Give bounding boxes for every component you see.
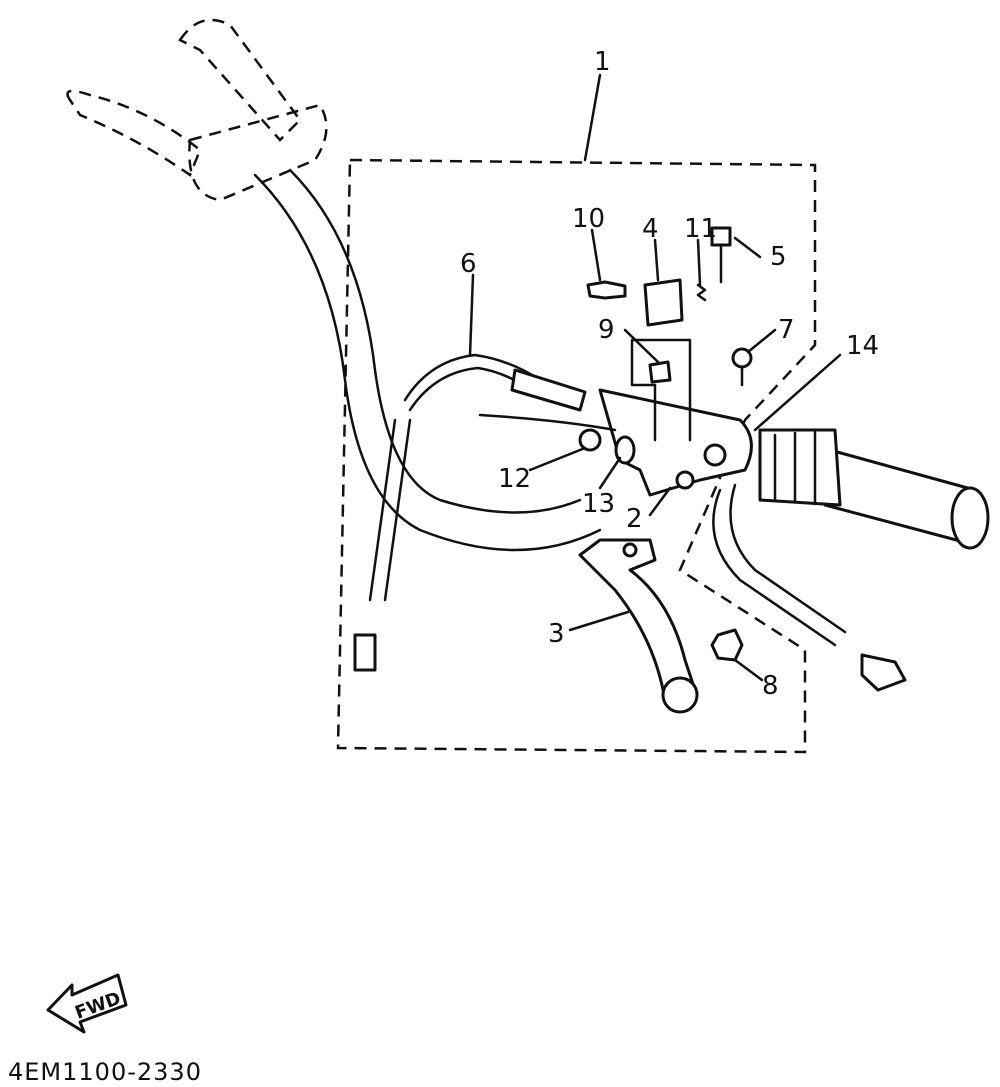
clutch-cable — [712, 483, 907, 692]
callout-3: 3 — [548, 619, 565, 649]
phantom-handlebar — [66, 18, 328, 202]
callout-2: 2 — [626, 504, 643, 534]
callout-9: 9 — [598, 315, 615, 345]
screw-7 — [731, 347, 753, 387]
nut-8 — [710, 628, 744, 662]
callout-7: 7 — [778, 315, 795, 345]
spring-11 — [696, 283, 707, 302]
cable-sheath — [478, 413, 617, 432]
callout-12: 12 — [498, 464, 531, 494]
switch-bracket — [630, 278, 692, 442]
washer-13 — [614, 435, 636, 465]
cable-6 — [353, 353, 587, 672]
callout-1: 1 — [594, 47, 611, 77]
callout-4: 4 — [642, 214, 659, 244]
screw-10 — [586, 280, 627, 300]
callout-6: 6 — [460, 249, 477, 279]
callout-13: 13 — [582, 489, 615, 519]
leader-lines — [468, 73, 842, 682]
assembly-boundary — [336, 158, 817, 754]
nut-12 — [578, 428, 602, 452]
right-grip — [758, 428, 990, 550]
callout-11: 11 — [684, 214, 717, 244]
fwd-arrow: FWD — [46, 973, 128, 1034]
lever-3 — [578, 538, 699, 714]
callout-5: 5 — [770, 242, 787, 272]
bolt-5 — [710, 226, 732, 284]
callout-8: 8 — [762, 671, 779, 701]
callout-10: 10 — [572, 204, 605, 234]
lever-holder — [598, 388, 753, 497]
drawing-code: 4EM1100-2330 — [8, 1058, 202, 1086]
callout-14: 14 — [846, 331, 879, 361]
handlebar-tube — [253, 168, 602, 552]
